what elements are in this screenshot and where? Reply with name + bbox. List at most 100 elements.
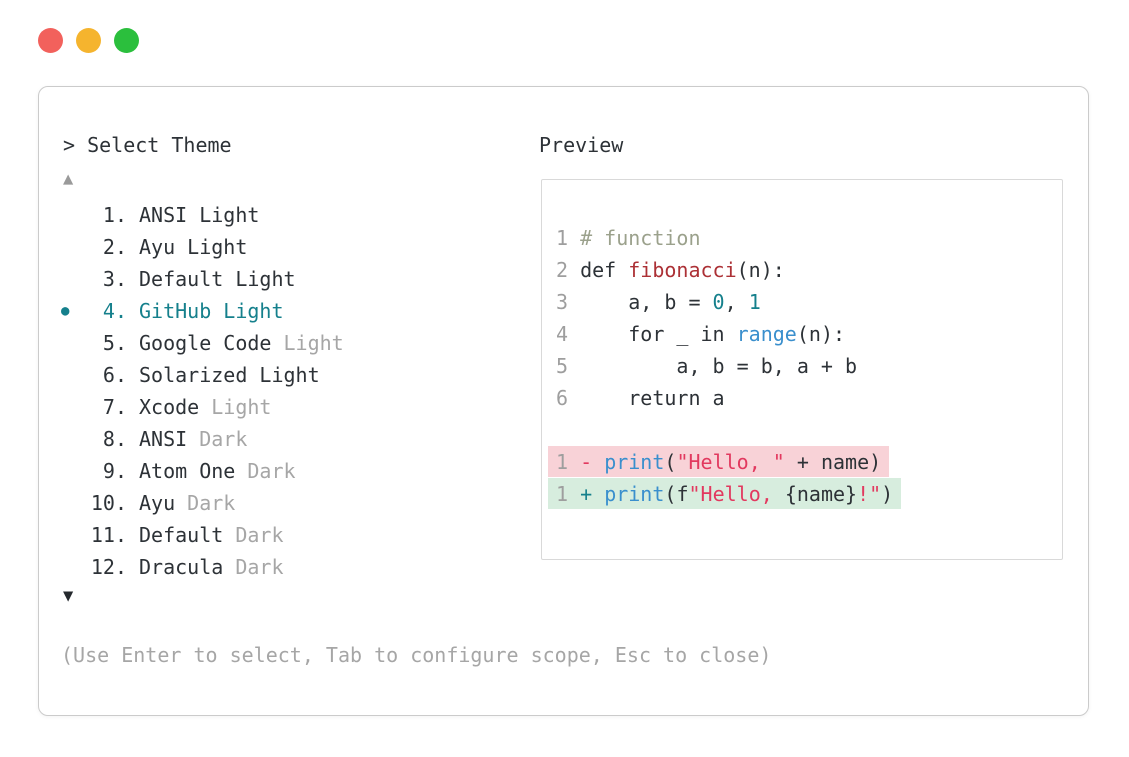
theme-name: ANSI [139, 203, 200, 227]
theme-name: Xcode [139, 395, 212, 419]
diff-sign-icon: - [580, 450, 605, 474]
scroll-up-indicator[interactable]: ▲ [63, 169, 74, 189]
theme-name: Default [139, 523, 236, 547]
diff-highlight-del: 1 - print("Hello, " + name) [548, 446, 890, 477]
theme-name: Google Code [139, 331, 284, 355]
theme-number: 3. [102, 267, 127, 291]
code-token: return a [580, 386, 725, 410]
theme-name: Dracula [139, 555, 236, 579]
theme-variant: Dark [199, 427, 248, 451]
theme-option-solarized-light[interactable]: 6. Solarized Light [39, 359, 539, 391]
code-line: 2 def fibonacci(n): [556, 254, 1062, 286]
code-line: 1 # function [556, 222, 1062, 254]
theme-variant: Light [187, 235, 248, 259]
theme-number: 12. [90, 555, 127, 579]
select-theme-prompt[interactable]: > Select Theme [63, 133, 232, 157]
keyboard-hints: (Use Enter to select, Tab to configure s… [61, 643, 772, 667]
line-number: 5 [556, 354, 581, 378]
selected-bullet-icon: ● [61, 303, 70, 319]
code-token: a, b = b, a + b [580, 354, 858, 378]
theme-variant: Dark [235, 523, 284, 547]
theme-option-default-light[interactable]: 3. Default Light [39, 263, 539, 295]
code-blank-line [556, 414, 1062, 446]
code-token: print [604, 450, 665, 474]
line-number: 1 [556, 482, 581, 506]
code-token: (n): [736, 258, 785, 282]
line-number: 1 [556, 226, 581, 250]
code-token: def [580, 258, 629, 282]
theme-option-ansi-dark[interactable]: 8. ANSI Dark [39, 423, 539, 455]
theme-option-google-code-light[interactable]: 5. Google Code Light [39, 327, 539, 359]
theme-number: 4. [102, 299, 127, 323]
theme-number: 10. [90, 491, 127, 515]
code-line: 3 a, b = 0, 1 [556, 286, 1062, 318]
theme-name: GitHub [139, 299, 224, 323]
theme-variant: Light [211, 395, 272, 419]
theme-number: 1. [102, 203, 127, 227]
theme-variant: Light [223, 299, 284, 323]
window-controls [38, 28, 139, 53]
theme-number: 11. [90, 523, 127, 547]
code-token: ) [881, 482, 894, 506]
theme-list: 1. ANSI Light 2. Ayu Light 3. Default Light ● 4… [39, 199, 539, 583]
code-token: !" [857, 482, 882, 506]
line-number: 1 [556, 450, 581, 474]
theme-name: Default [139, 267, 236, 291]
code-token: "Hello, [688, 482, 785, 506]
theme-option-ayu-light[interactable]: 2. Ayu Light [39, 231, 539, 263]
theme-variant: Dark [235, 555, 284, 579]
theme-variant: Light [235, 267, 296, 291]
code-token: (f [664, 482, 689, 506]
theme-name: Solarized [139, 363, 260, 387]
code-token: a, b = [580, 290, 713, 314]
theme-variant: Light [259, 363, 320, 387]
theme-option-atom-one-dark[interactable]: 9. Atom One Dark [39, 455, 539, 487]
code-token: (n): [796, 322, 846, 346]
theme-option-xcode-light[interactable]: 7. Xcode Light [39, 391, 539, 423]
code-token: print [604, 482, 665, 506]
theme-name: Ayu [139, 235, 188, 259]
scroll-down-indicator[interactable]: ▼ [63, 586, 74, 606]
code-token: 0 [712, 290, 725, 314]
theme-number: 9. [102, 459, 127, 483]
theme-picker-window: > Select Theme ▲ 1. ANSI Light 2. Ayu Light… [38, 86, 1089, 716]
line-number: 4 [556, 322, 581, 346]
theme-option-ansi-light[interactable]: 1. ANSI Light [39, 199, 539, 231]
diff-line-del: 1 - print("Hello, " + name) [548, 446, 1062, 478]
theme-variant: Light [199, 203, 260, 227]
code-token: + name) [784, 450, 882, 474]
theme-number: 5. [102, 331, 127, 355]
theme-variant: Dark [247, 459, 296, 483]
code-token: , [724, 290, 749, 314]
theme-name: Atom One [139, 459, 248, 483]
code-token: 1 [748, 290, 761, 314]
theme-option-dracula-dark[interactable]: 12. Dracula Dark [39, 551, 539, 583]
theme-option-ayu-dark[interactable]: 10.Ayu Dark [39, 487, 539, 519]
line-number: 2 [556, 258, 581, 282]
theme-name: ANSI [139, 427, 200, 451]
theme-variant: Light [283, 331, 344, 355]
code-token: # function [580, 226, 701, 250]
code-token: range [736, 322, 797, 346]
theme-option-github-light[interactable]: ● 4. GitHub Light [39, 295, 539, 327]
code-token: ( [664, 450, 677, 474]
code-line: 5 a, b = b, a + b [556, 350, 1062, 382]
line-number: 3 [556, 290, 581, 314]
close-window-button[interactable] [38, 28, 63, 53]
zoom-window-button[interactable] [114, 28, 139, 53]
code-token: for _ in [580, 322, 737, 346]
theme-name: Ayu [139, 491, 188, 515]
code-token: {name} [784, 482, 858, 506]
theme-number: 2. [102, 235, 127, 259]
theme-option-default-dark[interactable]: 11. Default Dark [39, 519, 539, 551]
code-token: fibonacci [628, 258, 737, 282]
code-token: "Hello, " [676, 450, 785, 474]
minimize-window-button[interactable] [76, 28, 101, 53]
code-line: 6 return a [556, 382, 1062, 414]
diff-sign-icon: + [580, 482, 605, 506]
theme-number: 6. [102, 363, 127, 387]
theme-number: 8. [102, 427, 127, 451]
theme-number: 7. [102, 395, 127, 419]
